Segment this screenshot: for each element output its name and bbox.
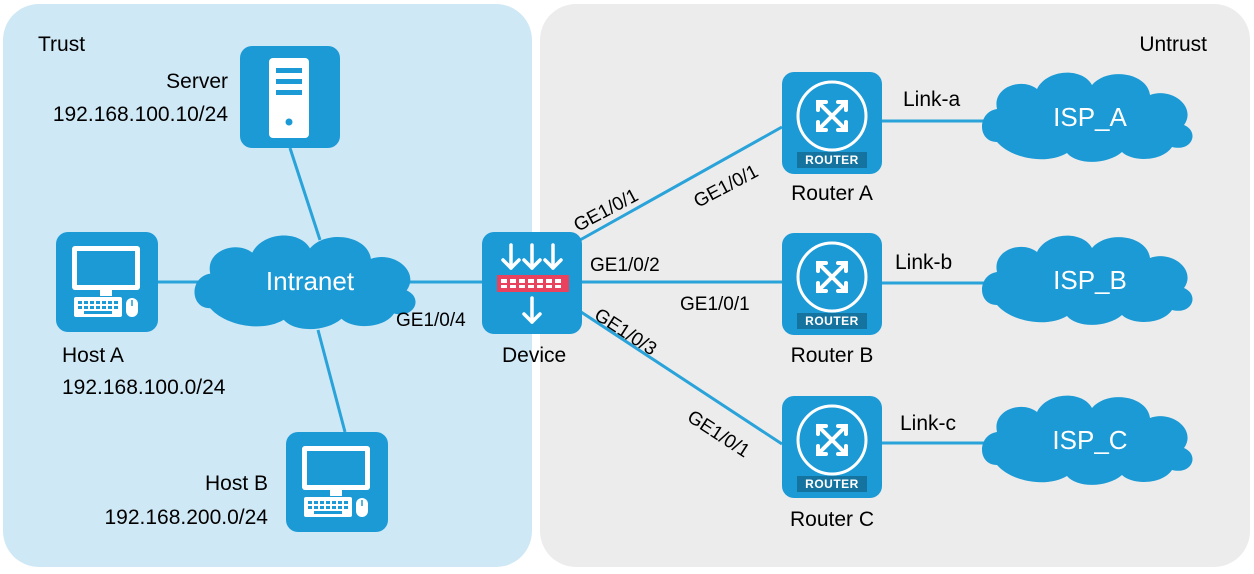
host-b-node[interactable] bbox=[286, 432, 388, 532]
host-b-label: Host B bbox=[205, 472, 268, 495]
router-b-tag: ROUTER bbox=[805, 314, 859, 328]
isp-a-label: ISP_A bbox=[1053, 102, 1127, 132]
router-b-label: Router B bbox=[791, 344, 874, 367]
host-a-node[interactable] bbox=[56, 232, 158, 332]
isp-b-label: ISP_B bbox=[1053, 265, 1127, 295]
untrust-zone-label: Untrust bbox=[1139, 33, 1207, 56]
port-device-rb: GE1/0/2 bbox=[590, 255, 660, 276]
trust-zone-label: Trust bbox=[38, 33, 85, 56]
router-a-label: Router A bbox=[791, 182, 873, 205]
router-a-node[interactable]: ROUTER bbox=[782, 72, 882, 174]
server-label: Server bbox=[166, 70, 228, 93]
device-node[interactable] bbox=[482, 232, 582, 334]
line-server-intranet bbox=[288, 147, 322, 241]
router-b-node[interactable]: ROUTER bbox=[782, 233, 882, 335]
host-b-address: 192.168.200.0/24 bbox=[105, 506, 269, 529]
server-node[interactable] bbox=[240, 46, 340, 148]
isp-c-label: ISP_C bbox=[1052, 425, 1127, 455]
router-c-node[interactable]: ROUTER bbox=[782, 396, 882, 498]
host-a-label: Host A bbox=[62, 344, 124, 367]
isp-b-node[interactable]: ISP_B bbox=[982, 235, 1193, 325]
server-address: 192.168.100.10/24 bbox=[53, 103, 228, 126]
router-c-label: Router C bbox=[790, 508, 874, 531]
intranet-node[interactable]: Intranet bbox=[194, 235, 416, 330]
host-a-address: 192.168.100.0/24 bbox=[62, 376, 226, 399]
link-b-label: Link-b bbox=[895, 251, 952, 274]
router-c-tag: ROUTER bbox=[805, 477, 859, 491]
intranet-label: Intranet bbox=[266, 266, 355, 296]
port-device-intranet: GE1/0/4 bbox=[396, 310, 466, 331]
isp-a-node[interactable]: ISP_A bbox=[982, 72, 1193, 162]
router-a-tag: ROUTER bbox=[805, 153, 859, 167]
link-c-label: Link-c bbox=[900, 412, 956, 435]
port-rb-device: GE1/0/1 bbox=[680, 294, 750, 315]
line-device-routerc bbox=[577, 308, 783, 446]
device-label: Device bbox=[502, 344, 566, 367]
isp-c-node[interactable]: ISP_C bbox=[982, 395, 1193, 485]
line-hostb-intranet bbox=[316, 329, 347, 433]
line-device-routera bbox=[579, 125, 783, 242]
link-a-label: Link-a bbox=[903, 88, 961, 111]
